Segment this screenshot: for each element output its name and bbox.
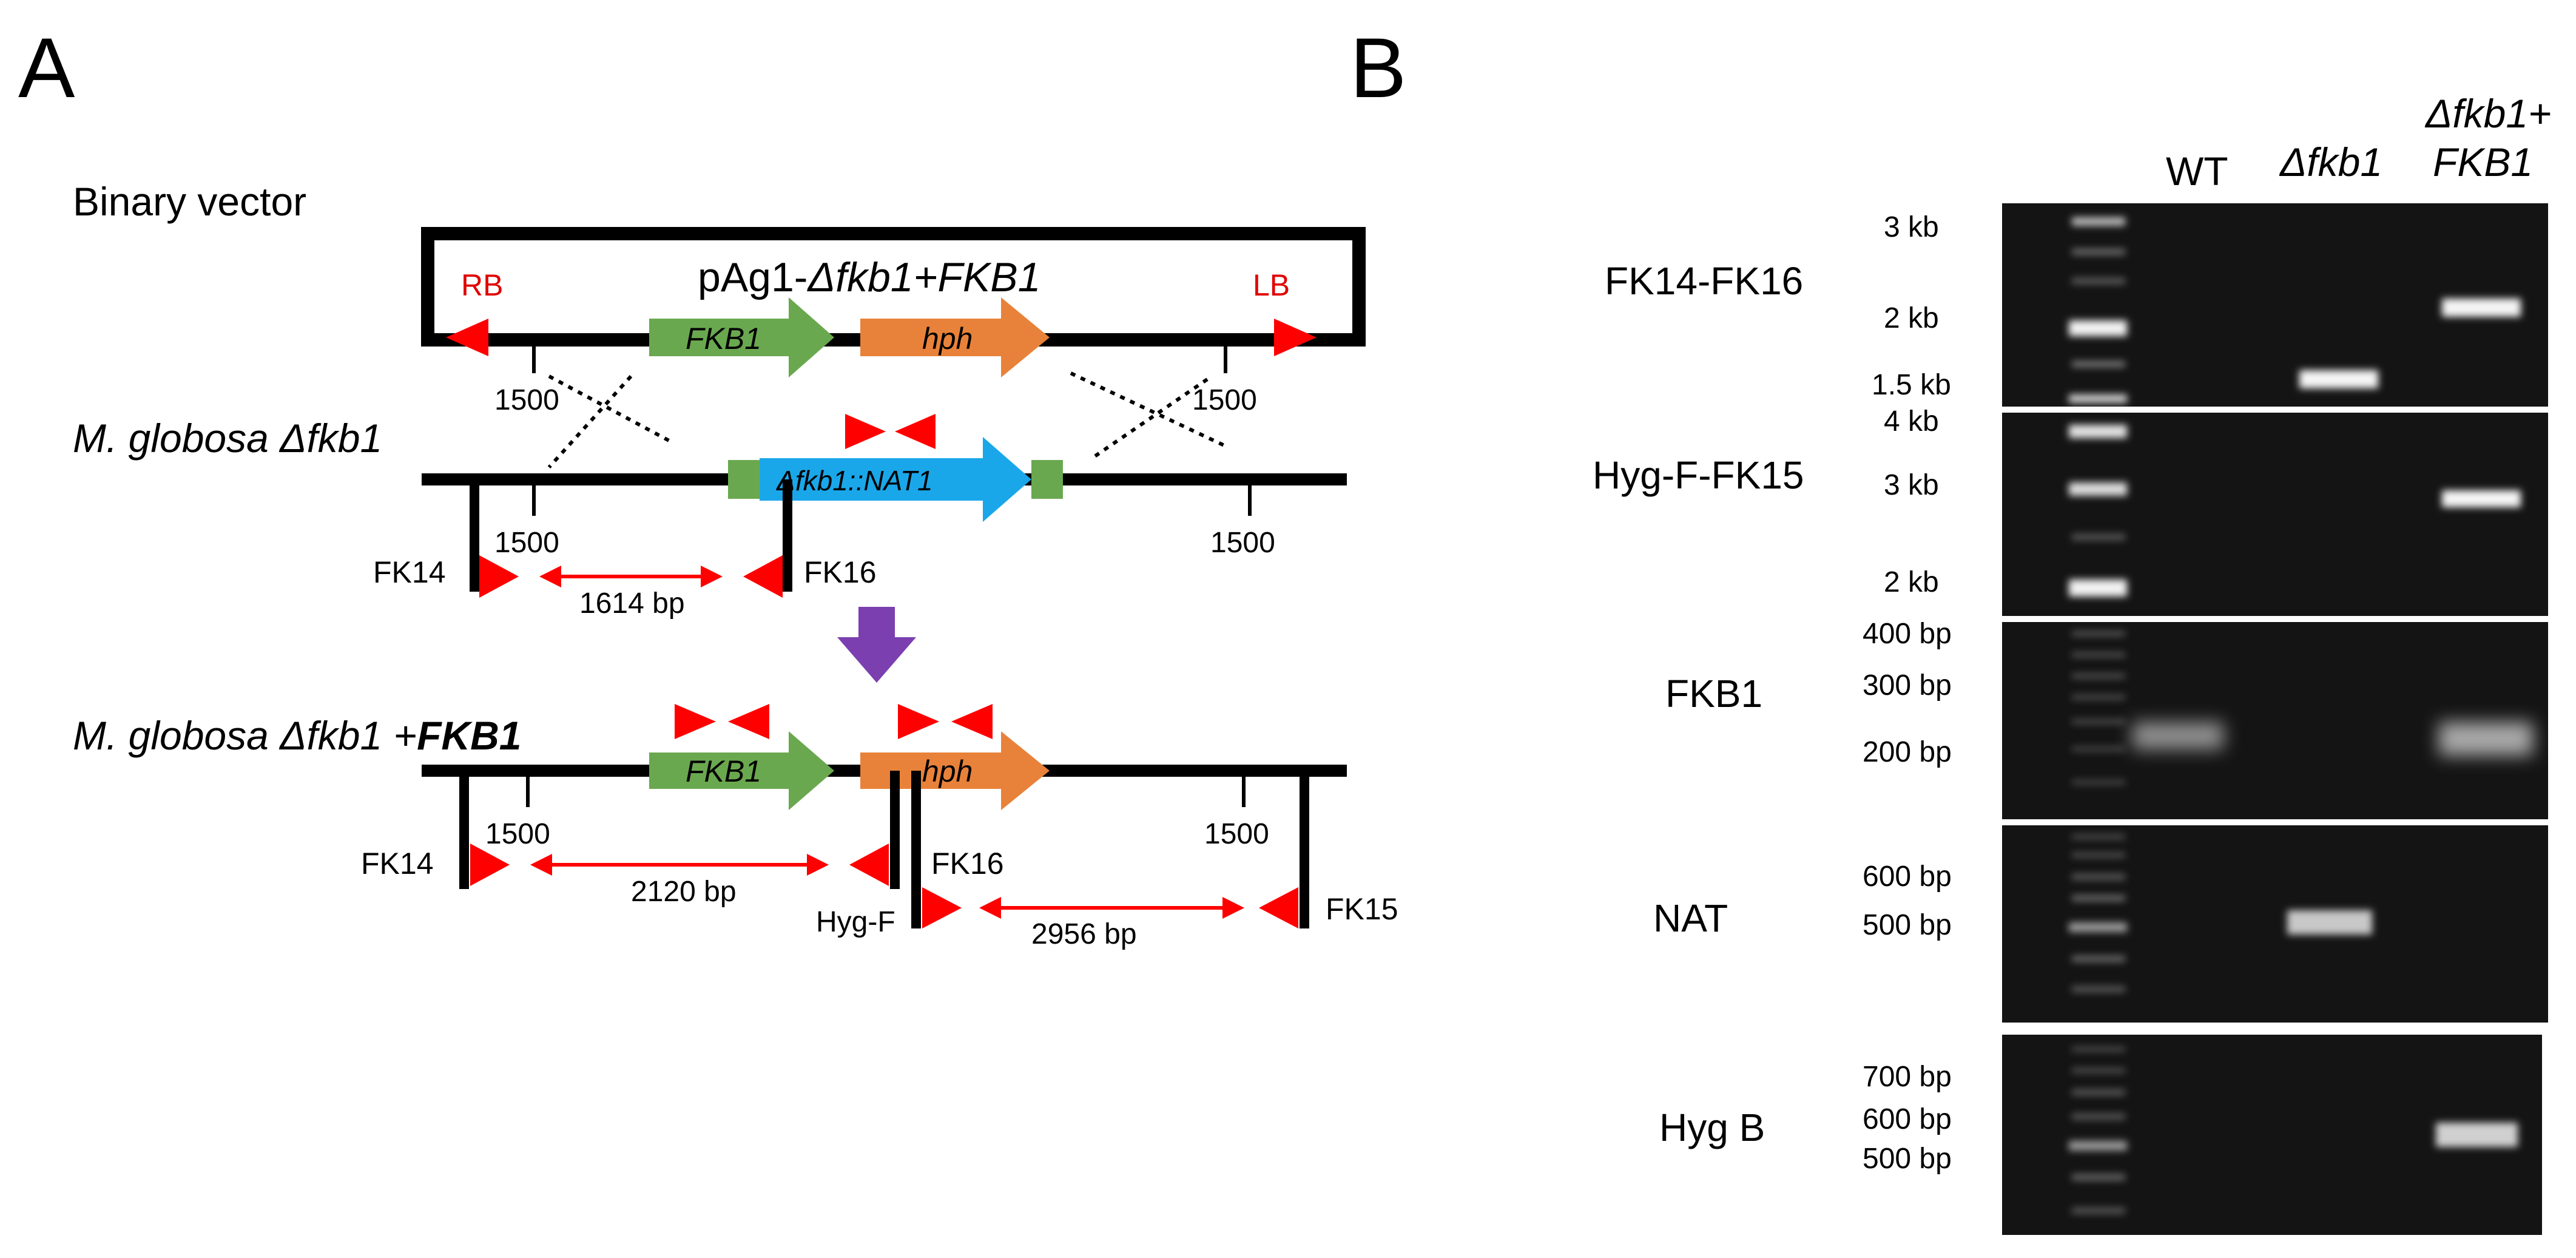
fk16-primer-strain1 bbox=[743, 555, 783, 598]
binary-vector-label: Binary vector bbox=[73, 179, 306, 224]
fk16-primer-strain2 bbox=[922, 887, 962, 928]
lb-label: LB bbox=[1253, 268, 1290, 302]
gel-name-hygb: Hyg B bbox=[1659, 1106, 1765, 1149]
num-1500-strain1-right: 1500 bbox=[1210, 527, 1275, 559]
dist-1614: 1614 bp bbox=[579, 587, 685, 620]
fk14-primer-strain2 bbox=[470, 844, 510, 886]
lane-comp-line2: FKB1 bbox=[2433, 140, 2533, 184]
hph-label-strain2: hph bbox=[922, 754, 973, 788]
strain2-label: M. globosa Δfkb1 +FKB1 bbox=[73, 713, 521, 758]
band-comp-gel3 bbox=[2439, 722, 2533, 756]
lane-wt: WT bbox=[2166, 149, 2228, 194]
num-1500-strain2-right: 1500 bbox=[1204, 818, 1269, 850]
nat-label: Δfkb1::NAT1 bbox=[776, 465, 933, 496]
hygf-label: Hyg-F bbox=[816, 906, 895, 938]
plasmid-prefix: pAg1- bbox=[698, 254, 808, 300]
fk14-label-strain1: FK14 bbox=[373, 555, 446, 589]
marker-700bp-gel5: 700 bp bbox=[1863, 1061, 1952, 1093]
lane-dfkb1: Δfkb1 bbox=[2279, 140, 2382, 184]
gel-name-fk14-fk16: FK14-FK16 bbox=[1605, 259, 1803, 303]
fkb1-label-vector: FKB1 bbox=[686, 322, 761, 356]
crossover-right bbox=[1070, 371, 1227, 460]
crossover-left bbox=[547, 374, 675, 469]
panel-a-label: A bbox=[18, 20, 75, 115]
band-comp-gel1 bbox=[2442, 299, 2521, 317]
fk14-label-strain2: FK14 bbox=[361, 847, 434, 881]
lane-comp-line1: Δfkb1+ bbox=[2424, 91, 2552, 136]
rb-arrowhead bbox=[446, 319, 488, 356]
marker-400bp-gel3: 400 bp bbox=[1863, 618, 1952, 650]
bowtie-strain1-a bbox=[845, 414, 886, 449]
band-comp-gel5 bbox=[2436, 1123, 2518, 1147]
transition-arrow bbox=[837, 607, 916, 683]
marker-600bp-gel4: 600 bp bbox=[1863, 861, 1952, 893]
hph-label-vector: hph bbox=[922, 322, 973, 356]
band-wt-gel3 bbox=[2133, 722, 2224, 749]
marker-2kb-gel1: 2 kb bbox=[1884, 302, 1939, 334]
num-1500-vector-right: 1500 bbox=[1192, 384, 1257, 416]
plasmid-italic: Δfkb1+FKB1 bbox=[806, 254, 1040, 300]
marker-200bp-gel3: 200 bp bbox=[1863, 736, 1952, 768]
bowtie-strain2-fkb1-a bbox=[675, 704, 716, 739]
fk16-label-strain2: FK16 bbox=[931, 847, 1004, 881]
fkb1-gene-arrow-strain2 bbox=[649, 731, 834, 810]
dist-2120: 2120 bp bbox=[631, 876, 737, 908]
ladder-gel5 bbox=[2069, 1047, 2127, 1214]
num-1500-strain2-left: 1500 bbox=[485, 818, 550, 850]
gel-name-hygf-fk15: Hyg-F-FK15 bbox=[1593, 453, 1804, 497]
strain2-italic: M. globosa Δfkb1 + bbox=[73, 713, 417, 758]
bowtie-strain2-hph-a bbox=[898, 704, 939, 739]
plasmid-title: pAg1-Δfkb1+FKB1 bbox=[698, 254, 1040, 300]
dist-2956: 2956 bp bbox=[1031, 918, 1137, 950]
panel-b-label: B bbox=[1350, 20, 1406, 115]
marker-3kb-gel2: 3 kb bbox=[1884, 469, 1939, 501]
flank-right bbox=[1031, 460, 1063, 499]
marker-2kb-gel2: 2 kb bbox=[1884, 566, 1939, 598]
marker-600bp-gel5: 600 bp bbox=[1863, 1103, 1952, 1135]
gel-name-fkb1: FKB1 bbox=[1665, 672, 1762, 715]
rb-label: RB bbox=[461, 268, 503, 302]
band-comp-gel2 bbox=[2442, 490, 2521, 507]
fkb1-gene-arrow-vector bbox=[649, 297, 834, 377]
nat-gene-arrow bbox=[760, 437, 1031, 522]
fk15-primer bbox=[1259, 887, 1298, 928]
strain2-gene: FKB1 bbox=[417, 713, 521, 758]
num-1500-vector-left: 1500 bbox=[494, 384, 559, 416]
marker-3kb-gel1: 3 kb bbox=[1884, 211, 1939, 243]
lb-arrowhead bbox=[1274, 319, 1317, 356]
ladder-gel2 bbox=[2069, 425, 2127, 597]
bowtie-strain2-hph-b bbox=[951, 704, 993, 739]
ladder-gel1 bbox=[2069, 217, 2127, 403]
marker-500bp-gel4: 500 bp bbox=[1863, 909, 1952, 941]
gel-name-nat: NAT bbox=[1653, 896, 1728, 940]
marker-1-5kb-gel1: 1.5 kb bbox=[1872, 369, 1951, 401]
strain1-label: M. globosa Δfkb1 bbox=[73, 416, 382, 461]
bowtie-strain1-b bbox=[895, 414, 936, 449]
hygf-primer bbox=[849, 844, 889, 886]
hph-gene-arrow-vector bbox=[860, 297, 1050, 377]
fk16-label-strain1: FK16 bbox=[804, 555, 877, 589]
flank-left bbox=[728, 460, 760, 499]
band-dfkb1-gel4 bbox=[2287, 910, 2372, 935]
hph-gene-arrow-strain2 bbox=[860, 731, 1050, 810]
ladder-gel4 bbox=[2069, 834, 2127, 992]
band-dfkb1-gel1 bbox=[2299, 370, 2378, 388]
marker-500bp-gel5: 500 bp bbox=[1863, 1143, 1952, 1175]
fk14-primer-strain1 bbox=[479, 555, 519, 598]
ladder-gel3 bbox=[2072, 631, 2125, 785]
marker-300bp-gel3: 300 bp bbox=[1863, 669, 1952, 702]
fkb1-label-strain2: FKB1 bbox=[686, 754, 761, 788]
bowtie-strain2-fkb1-b bbox=[728, 704, 769, 739]
fk15-label: FK15 bbox=[1326, 892, 1398, 926]
num-1500-strain1-left: 1500 bbox=[494, 527, 559, 559]
marker-4kb-gel2: 4 kb bbox=[1884, 405, 1939, 438]
